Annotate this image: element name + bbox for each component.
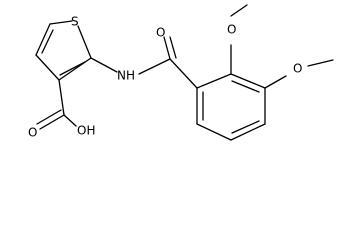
bond-c-o-double-a (39, 114, 65, 130)
molecule-drawing: S NH O O O OH O (28, 4, 334, 141)
atom-label-amide-nh: NH (117, 69, 135, 83)
bond-b2-b3 (230, 73, 266, 89)
methoxy-groups (230, 4, 334, 89)
bond-o3-ch3 (307, 59, 334, 67)
bond-c2-c3-inner (59, 61, 86, 76)
bond-o2-ch3 (230, 4, 248, 17)
bond-c-oh (63, 114, 77, 127)
bond-n-carbonyl (138, 58, 171, 75)
atom-label-ether-oxygen-2: O (227, 23, 236, 37)
atom-label-carboxyl-oh: OH (77, 124, 95, 138)
bond-b5-b6 (196, 123, 232, 141)
structure-canvas: S NH O O O OH O (28, 4, 334, 141)
bond-s-c2 (77, 25, 92, 59)
bond-b1-b2 (196, 73, 232, 89)
bond-carbonyl-o-a (163, 36, 171, 60)
bond-c3-c4 (35, 54, 60, 81)
bond-carbonyl-ring (169, 58, 198, 89)
bond-c4-c5-inner (41, 29, 54, 54)
carboxyl-group (36, 79, 77, 130)
bond-b4-b5-inner (231, 120, 260, 134)
bond-c5-s (49, 20, 73, 25)
bond-b4-b5 (230, 123, 266, 141)
amide-linker (90, 36, 198, 89)
atom-label-ether-oxygen-3: O (293, 62, 302, 76)
bond-b2-b3-inner (231, 80, 260, 93)
bond-c-o-double-b (36, 109, 62, 125)
bond-c2-c3 (58, 57, 92, 81)
benzene-ring (196, 73, 266, 141)
bond-c3-ccooh (58, 79, 65, 116)
atom-label-carboxyl-oxygen: O (28, 126, 37, 140)
atom-label-amide-oxygen: O (156, 26, 165, 40)
thiophene-ring (35, 20, 92, 81)
bond-c2-n (90, 57, 118, 73)
atom-label-sulfur: S (71, 15, 79, 29)
bond-c4-c5 (35, 23, 51, 56)
bond-carbonyl-o-b (169, 36, 177, 59)
bond-b3-o3 (264, 75, 287, 89)
